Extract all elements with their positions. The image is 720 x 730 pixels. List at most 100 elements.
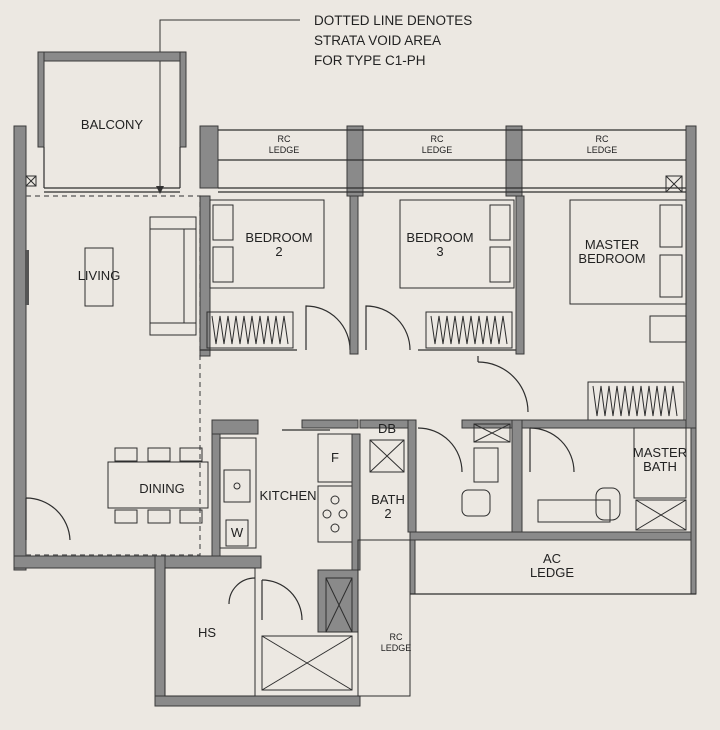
bedroom-2: BEDROOM 2 (199, 195, 359, 357)
bedroom2-pillow (212, 246, 234, 283)
south-wall-living (13, 555, 262, 569)
master-label-1: MASTER (585, 237, 639, 252)
strata-void-dotted-line (26, 195, 201, 556)
ac-ledge-east-edge (690, 427, 697, 595)
bedroom2-wardrobe (206, 311, 294, 349)
kitchen-wall-top (211, 419, 259, 435)
yard-door-swing (261, 579, 303, 621)
bath2-label-1: BATH (371, 492, 405, 507)
ac-ledge-label-2: LEDGE (530, 565, 574, 580)
dining-chair (179, 447, 203, 462)
kitchen-counter-left (219, 437, 257, 549)
leader-arrowhead-icon (156, 186, 164, 194)
balcony-railing-left (37, 51, 45, 148)
hs-west-wall (154, 555, 166, 707)
bedroom2-door (305, 305, 351, 351)
bath2-shower-cross-b (473, 423, 511, 443)
bath2-vanity (473, 447, 499, 483)
bath2-door-swing (417, 427, 463, 473)
bedroom2-pillow (212, 204, 234, 241)
ac-unit-icon (25, 175, 37, 187)
yard-box (261, 635, 353, 691)
wall-pier-3 (505, 125, 523, 197)
wall-pier-1 (199, 125, 219, 189)
master-bath: MASTER BATH (521, 419, 687, 531)
bedroom3-pillow (489, 204, 511, 241)
master-label-2: BEDROOM (578, 251, 645, 266)
bedroom3-wardrobe (425, 311, 513, 349)
mbath-shower-box (635, 499, 687, 531)
hob-burner-icon (322, 509, 332, 519)
sofa (149, 216, 197, 336)
sofa-back (183, 228, 197, 324)
kitchen-wall-north (301, 419, 359, 429)
balcony-railing-top (37, 51, 187, 62)
bath2-master-partition (511, 419, 523, 533)
note-line-1: DOTTED LINE DENOTES (314, 13, 472, 28)
dining-chair (179, 509, 203, 524)
ac-ledge-label-1: AC (543, 551, 561, 566)
bedroom3-label-2: 3 (436, 244, 443, 259)
bedroom3-bed (399, 199, 515, 289)
rc-ledge-2-ledge: LEDGE (422, 145, 453, 155)
strata-void-note: DOTTED LINE DENOTES STRATA VOID AREA FOR… (156, 13, 472, 194)
bedroom2-label-1: BEDROOM (245, 230, 312, 245)
mbath-label-box (633, 427, 687, 499)
mbath-vanity (537, 499, 611, 523)
west-wall (13, 125, 27, 571)
bedroom3-door (365, 305, 411, 351)
balcony-label: BALCONY (81, 117, 143, 132)
ac-ledge-north-wall (409, 531, 697, 541)
mbath-wall-north (521, 419, 687, 429)
bath-2: DB BATH 2 (359, 419, 523, 533)
hob-burner-icon (330, 495, 340, 505)
master-bed (569, 199, 687, 305)
sofa-arm-bottom (149, 322, 197, 336)
kitchen-wall-east (351, 433, 361, 571)
hs-room (164, 567, 256, 697)
bedroom2-west-wall (199, 195, 211, 357)
note-line-2: STRATA VOID AREA (314, 33, 441, 48)
bedroom2-wardrobe-hangers (211, 315, 289, 345)
rc-ledge-3-ledge: LEDGE (587, 145, 618, 155)
bath2-east-wall (407, 419, 417, 533)
washer-label: W (231, 525, 244, 540)
bath2-toilet (461, 489, 491, 517)
rc-ledge-1-rc: RC (278, 134, 291, 144)
kitchen: W KITCHEN F (211, 419, 361, 571)
bedroom3-wardrobe-hangers (430, 315, 508, 345)
mbath-label-1: MASTER (633, 445, 687, 460)
db-shower-box (369, 439, 405, 473)
sofa-arm-top (149, 216, 197, 230)
mbath-shower-cross-b (635, 499, 687, 531)
mbath-toilet (595, 487, 621, 521)
master-door-swing (477, 361, 529, 413)
rc-ledge-4-rc: RC (390, 632, 403, 642)
dining-area: DINING (25, 447, 209, 541)
rc-ledge-4-ledge: LEDGE (381, 643, 412, 653)
wall-pier-2 (346, 125, 364, 197)
living-area: LIVING (25, 175, 197, 336)
bath2-shower-tray (473, 423, 511, 443)
rc-ledge-2-rc: RC (431, 134, 444, 144)
rc-ledge-1-ledge: LEDGE (269, 145, 300, 155)
tv-panel (25, 250, 29, 305)
hs-door-swing (228, 577, 256, 605)
kitchen-wall-west (211, 433, 221, 557)
master-bedroom: MASTER BEDROOM (477, 175, 687, 421)
bedroom3-pillow (489, 246, 511, 283)
main-door-swing (25, 497, 71, 541)
washer-box (225, 519, 249, 547)
rc-ledge-3-rc: RC (596, 134, 609, 144)
master-pillow (659, 204, 683, 248)
kitchen-sink (223, 469, 251, 503)
master-desk (649, 315, 687, 343)
mbath-label-2: BATH (643, 459, 677, 474)
bedroom-3: BEDROOM 3 (365, 195, 525, 355)
sink-drain-icon (233, 482, 241, 490)
bedroom3-master-partition (515, 195, 525, 355)
hob-burner-icon (330, 523, 340, 533)
outer-walls (13, 125, 697, 707)
fridge-label: F (331, 450, 339, 465)
ac-unit-cross-b (25, 175, 37, 187)
